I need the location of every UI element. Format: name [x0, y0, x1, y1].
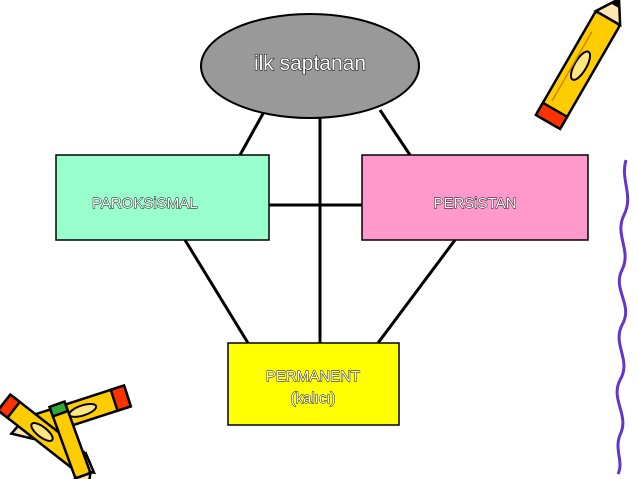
connector-right-bottom	[376, 239, 457, 344]
root-ellipse	[200, 13, 420, 119]
left-label: PAROKSiSMAL	[92, 195, 198, 212]
root-label: ilk saptanan	[254, 52, 366, 75]
bottom-box	[227, 342, 400, 426]
squiggle-line-right	[615, 159, 630, 475]
connector-left-bottom	[183, 239, 250, 344]
right-label: PERSiSTAN	[433, 195, 516, 212]
connector-root-left	[238, 109, 267, 156]
bottom-label-line2: (kalıcı)	[291, 390, 336, 407]
node-root: ilk saptanan	[200, 13, 420, 119]
bottom-label-line1: PERMANENT	[266, 368, 360, 385]
connectors	[183, 109, 457, 344]
pencil-clipart-top-right	[534, 0, 622, 131]
connector-root-right	[378, 109, 412, 156]
pencils-clipart-bottom-left	[0, 383, 133, 479]
node-bottom: PERMANENT (kalıcı)	[227, 342, 400, 426]
node-left: PAROKSiSMAL	[55, 154, 270, 241]
node-right: PERSiSTAN	[361, 154, 589, 241]
right-box	[361, 154, 589, 241]
left-box	[55, 154, 270, 241]
